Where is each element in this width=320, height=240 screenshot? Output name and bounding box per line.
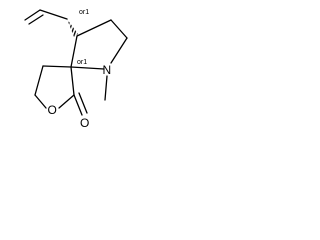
ring-bond-c2-n — [110, 37, 128, 64]
ring-bond-c3-c2 — [110, 19, 128, 39]
lactone-bond-c-c5 — [70, 66, 75, 96]
chemical-structure: N O O or1 or1 — [24, 9, 128, 130]
carbonyl-double-bond-b — [78, 92, 88, 114]
vinyl-bond — [39, 9, 68, 20]
vinyl-terminal-double-bond-outer — [24, 9, 41, 21]
lactone-bond-o-c — [58, 94, 75, 109]
ring-bond-c5-c4 — [70, 35, 78, 68]
lactone-bond-ch2-ch2 — [34, 65, 44, 96]
lactone-bond-ch2-o — [34, 94, 47, 109]
carbonyl-double-bond-a — [73, 94, 83, 116]
atom-label-carbonyl-o: O — [80, 116, 89, 130]
ring-bond-c4-c3 — [76, 19, 112, 37]
atom-label-n: N — [103, 63, 112, 77]
lactone-bond-c5-ch2 — [42, 65, 72, 68]
vinyl-terminal-double-bond-inner — [28, 14, 44, 25]
atom-label-ring-o: O — [48, 103, 57, 117]
stereo-label-c4: or1 — [79, 9, 89, 16]
stereo-label-c5: or1 — [77, 59, 87, 66]
stereo-hashed-wedge — [67, 19, 78, 37]
ring-bond-n-c5 — [70, 66, 105, 70]
n-methyl-bond — [104, 75, 108, 101]
